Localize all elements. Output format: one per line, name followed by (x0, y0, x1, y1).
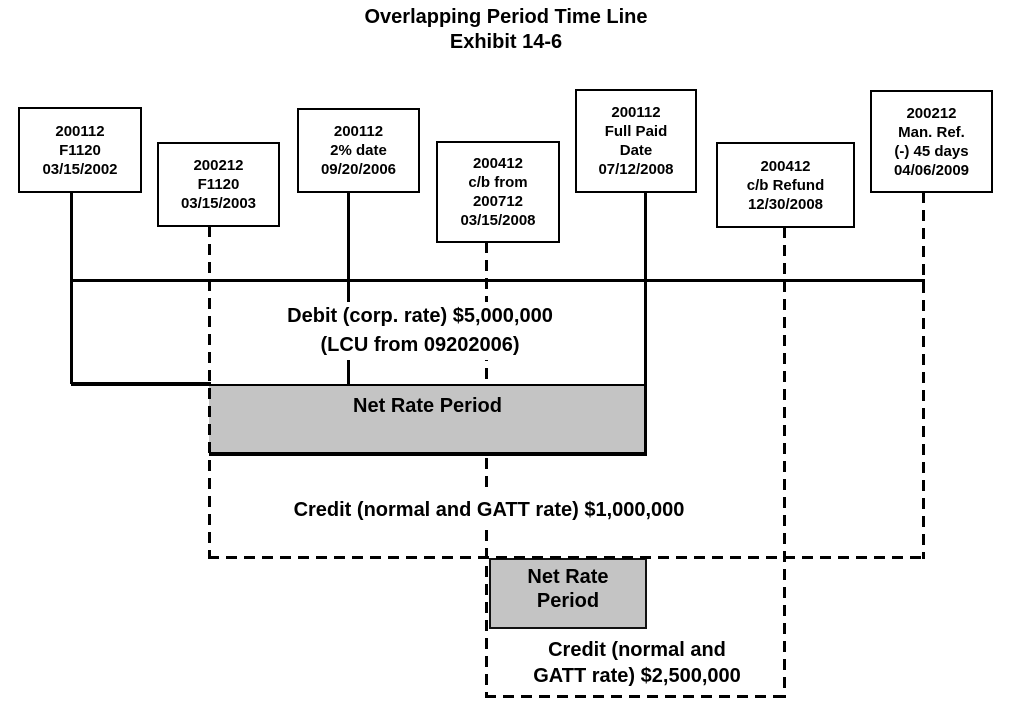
diagram-title-line2: Exhibit 14-6 (449, 31, 563, 53)
event-box-manual-refund: 200212 Man. Ref. (-) 45 days 04/06/2009 (870, 90, 993, 193)
net-rate-period-1-box: Net Rate Period (209, 384, 646, 456)
connector-full-paid-date (644, 192, 647, 456)
net-rate-period-2-label-line1: Net Rate (527, 566, 609, 588)
credit-annotation-1: Credit (normal and GATT rate) $1,000,000 (254, 494, 724, 526)
event-box-f1120-200212: 200212 F1120 03/15/2003 (157, 142, 280, 227)
diagram-title: Overlapping Period Time Line Exhibit 14-… (0, 5, 1012, 55)
connector-f1120-200112 (70, 192, 73, 384)
event-box-text: 200112 (611, 104, 661, 121)
net-rate-period-2-label-line2: Period (536, 590, 600, 612)
event-box-text: 07/12/2008 (598, 161, 674, 178)
event-box-text: 03/15/2003 (180, 195, 257, 212)
credit-annotation-2-line1: Credit (normal and (548, 639, 726, 661)
event-box-text: 200712 (472, 193, 524, 210)
credit-annotation-2: Credit (normal and GATT rate) $2,500,000 (477, 637, 797, 689)
event-box-cb-from-200712: 200412 c/b from 200712 03/15/2008 (436, 141, 560, 243)
event-box-text: (-) 45 days (894, 142, 969, 160)
credit-period-dashed-line (208, 556, 925, 559)
debit-annotation: Debit (corp. rate) $5,000,000 (LCU from … (240, 302, 600, 360)
event-box-f1120-200112: 200112 F1120 03/15/2002 (18, 107, 142, 193)
event-box-text: 03/15/2002 (42, 160, 118, 178)
event-box-text: 04/06/2009 (893, 161, 970, 179)
diagram-title-line1: Overlapping Period Time Line (364, 6, 648, 28)
net-rate-period-2-box: Net Rate Period (489, 558, 647, 629)
event-box-text: c/b from (468, 174, 528, 191)
connector-f1120-200212 (208, 226, 211, 559)
event-box-full-paid-date: 200112 Full Paid Date 07/12/2008 (575, 89, 697, 193)
connector-cb-from-200712 (485, 242, 488, 698)
event-box-text: Full Paid (604, 123, 668, 140)
debit-period-bracket (71, 382, 211, 386)
event-box-text: 200212 (906, 104, 957, 122)
connector-two-pct-date (347, 192, 350, 386)
event-box-text: Date (619, 142, 653, 159)
credit-annotation-2-line2: GATT rate) $2,500,000 (533, 665, 741, 687)
event-box-text: 12/30/2008 (747, 195, 824, 213)
event-box-text: Man. Ref. (898, 123, 965, 141)
connector-manual-refund (922, 192, 925, 559)
event-box-text: 200412 (472, 155, 524, 172)
timeline-axis (71, 279, 925, 282)
debit-annotation-line1: Debit (corp. rate) $5,000,000 (287, 305, 553, 327)
event-box-text: 200212 (193, 157, 244, 174)
debit-annotation-line2: (LCU from 09202006) (320, 334, 520, 356)
event-box-text: 200112 (55, 122, 105, 140)
event-box-text: c/b Refund (746, 176, 825, 194)
event-box-cb-refund: 200412 c/b Refund 12/30/2008 (716, 142, 855, 228)
event-box-text: 2% date (330, 142, 387, 159)
credit-annotation-1-text: Credit (normal and GATT rate) $1,000,000 (293, 499, 685, 521)
event-box-text: F1120 (59, 141, 101, 159)
event-box-text: 03/15/2008 (460, 212, 536, 229)
event-box-text: 200412 (760, 157, 811, 175)
connector-cb-refund (783, 227, 786, 698)
event-box-two-pct-date: 200112 2% date 09/20/2006 (297, 108, 420, 193)
event-box-text: 200112 (333, 123, 384, 140)
refund-period-dashed-line (485, 695, 787, 698)
net-rate-period-1-label: Net Rate Period (353, 395, 502, 417)
event-box-text: 09/20/2006 (320, 161, 397, 178)
event-box-text: F1120 (197, 176, 240, 193)
